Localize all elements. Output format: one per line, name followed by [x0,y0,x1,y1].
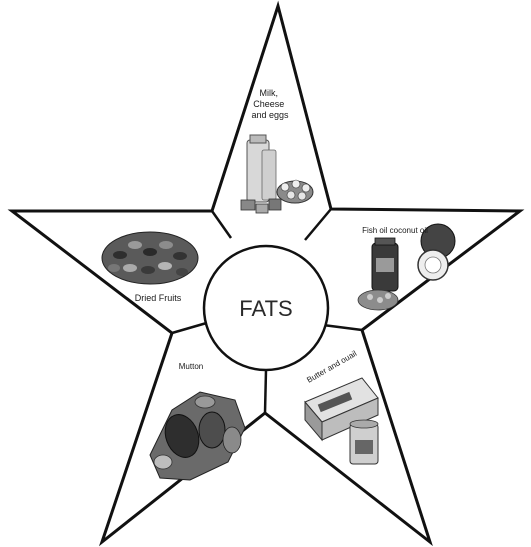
segment-label-right: Fish oil coconut oil [362,226,428,235]
dried-fruits-illustration [102,232,198,284]
center-label: FATS [239,296,292,321]
divider-bottom [265,370,266,413]
segment-label-left: Dried Fruits [135,293,182,303]
segment-label-bottom-left: Mutton [179,362,203,371]
